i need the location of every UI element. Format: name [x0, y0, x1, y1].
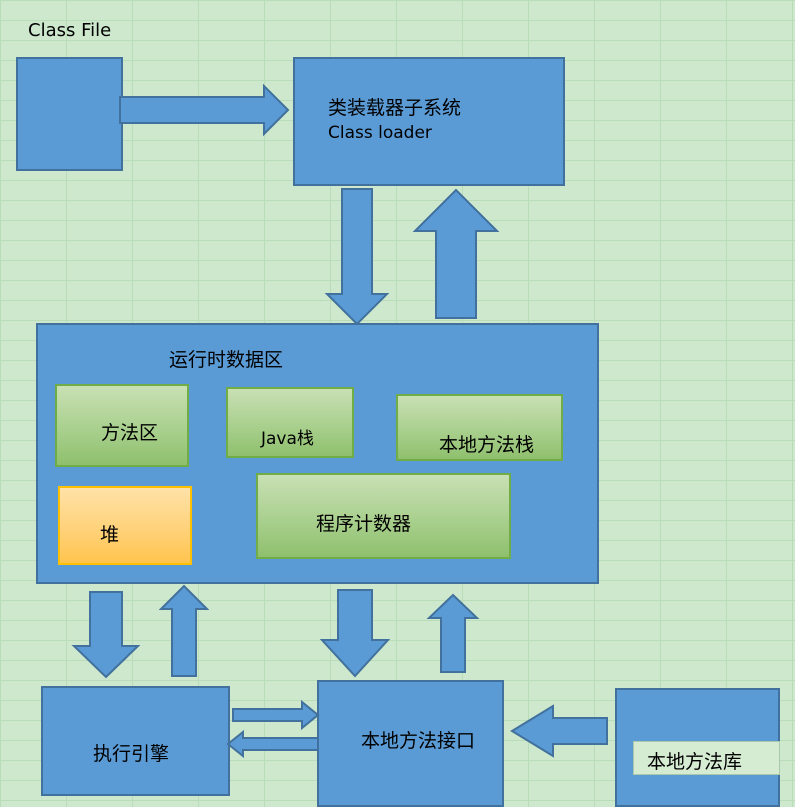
runtime-data-area: 运行时数据区 方法区 Java栈 本地方法栈 堆 程序计数器	[36, 323, 599, 584]
arrow-up-engine-to-runtime	[158, 584, 210, 677]
native-interface-label: 本地方法接口	[361, 730, 476, 752]
java-stack-box: Java栈	[226, 387, 354, 458]
native-library-box: 本地方法库	[615, 688, 780, 807]
arrow-up-interface-to-runtime	[426, 593, 480, 673]
heap-box: 堆	[58, 486, 192, 565]
class-file-label: Class File	[28, 20, 112, 41]
class-loader-box: 类装载器子系统 Class loader	[293, 57, 565, 186]
pc-register-label: 程序计数器	[316, 513, 412, 535]
runtime-data-area-title: 运行时数据区	[169, 349, 284, 371]
pc-register-box: 程序计数器	[256, 473, 511, 559]
execution-engine-box: 执行引擎	[41, 686, 230, 796]
heap-label: 堆	[100, 524, 120, 546]
native-interface-box: 本地方法接口	[317, 680, 504, 807]
native-stack-box: 本地方法栈	[396, 394, 563, 461]
class-loader-subtitle: Class loader	[328, 123, 432, 143]
arrow-right-engine-to-interface	[232, 699, 320, 731]
java-stack-label: Java栈	[261, 429, 314, 449]
arrow-up-runtime-to-loader	[412, 188, 500, 319]
arrow-right-classfile-to-loader	[119, 83, 290, 137]
execution-engine-label: 执行引擎	[93, 743, 170, 765]
arrow-down-runtime-to-interface	[319, 589, 391, 678]
method-area-box: 方法区	[55, 384, 189, 467]
native-library-label-box: 本地方法库	[633, 741, 780, 775]
native-library-label: 本地方法库	[647, 751, 743, 773]
native-stack-label: 本地方法栈	[439, 434, 535, 456]
arrow-left-library-to-interface	[510, 704, 608, 758]
method-area-label: 方法区	[101, 422, 159, 444]
arrow-down-runtime-to-engine	[71, 591, 141, 679]
arrow-left-interface-to-engine	[226, 729, 319, 759]
class-loader-title: 类装载器子系统	[328, 97, 462, 119]
arrow-down-loader-to-runtime	[324, 188, 390, 326]
